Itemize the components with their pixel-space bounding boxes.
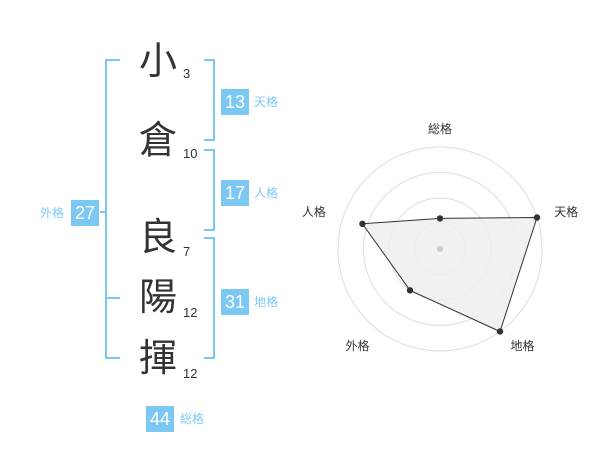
tenkaku-label: 天格 (254, 95, 279, 109)
soukaku-badge: 44 (146, 406, 174, 432)
radar-center-point (437, 246, 443, 252)
radar-point-3 (496, 328, 504, 335)
stroke-count-2: 10 (183, 146, 198, 161)
radar-axis-label-4: 外格 (345, 338, 369, 353)
stroke-count-3: 7 (183, 244, 191, 259)
radar-axis-label-1: 総格 (428, 121, 452, 136)
chikaku-bracket (204, 237, 215, 359)
radar-axis-label-3: 地格 (511, 338, 535, 353)
name-char-3: 良 (138, 215, 177, 259)
jinkaku-badge: 17 (221, 180, 249, 206)
tenkaku-bracket (204, 59, 215, 141)
jinkaku-bracket (204, 149, 215, 231)
name-char-1: 小 (138, 39, 177, 83)
radar-axis-label-5: 人格 (302, 204, 326, 219)
soukaku-label: 総格 (180, 412, 205, 426)
gaikaku-bracket (100, 59, 120, 359)
gaikaku-label: 外格 (40, 206, 65, 220)
gaikaku-badge: 27 (71, 200, 99, 226)
stroke-count-5: 12 (183, 366, 198, 381)
stroke-count-4: 12 (183, 305, 198, 320)
chikaku-label: 地格 (254, 295, 279, 309)
stroke-count-1: 3 (183, 66, 191, 81)
radar-ring (337, 146, 543, 352)
radar-point-2 (533, 214, 541, 221)
name-char-4: 陽 (138, 275, 177, 319)
name-char-5: 揮 (138, 336, 177, 380)
chikaku-badge: 31 (221, 289, 249, 315)
jinkaku-label: 人格 (254, 186, 279, 200)
radar-point-1 (436, 215, 444, 222)
tenkaku-badge: 13 (221, 89, 249, 115)
radar-point-4 (406, 287, 414, 294)
radar-point-5 (359, 220, 366, 227)
radar-data-polygon (361, 216, 538, 333)
radar-axis-label-2: 天格 (554, 204, 578, 219)
name-char-2: 倉 (138, 118, 177, 162)
